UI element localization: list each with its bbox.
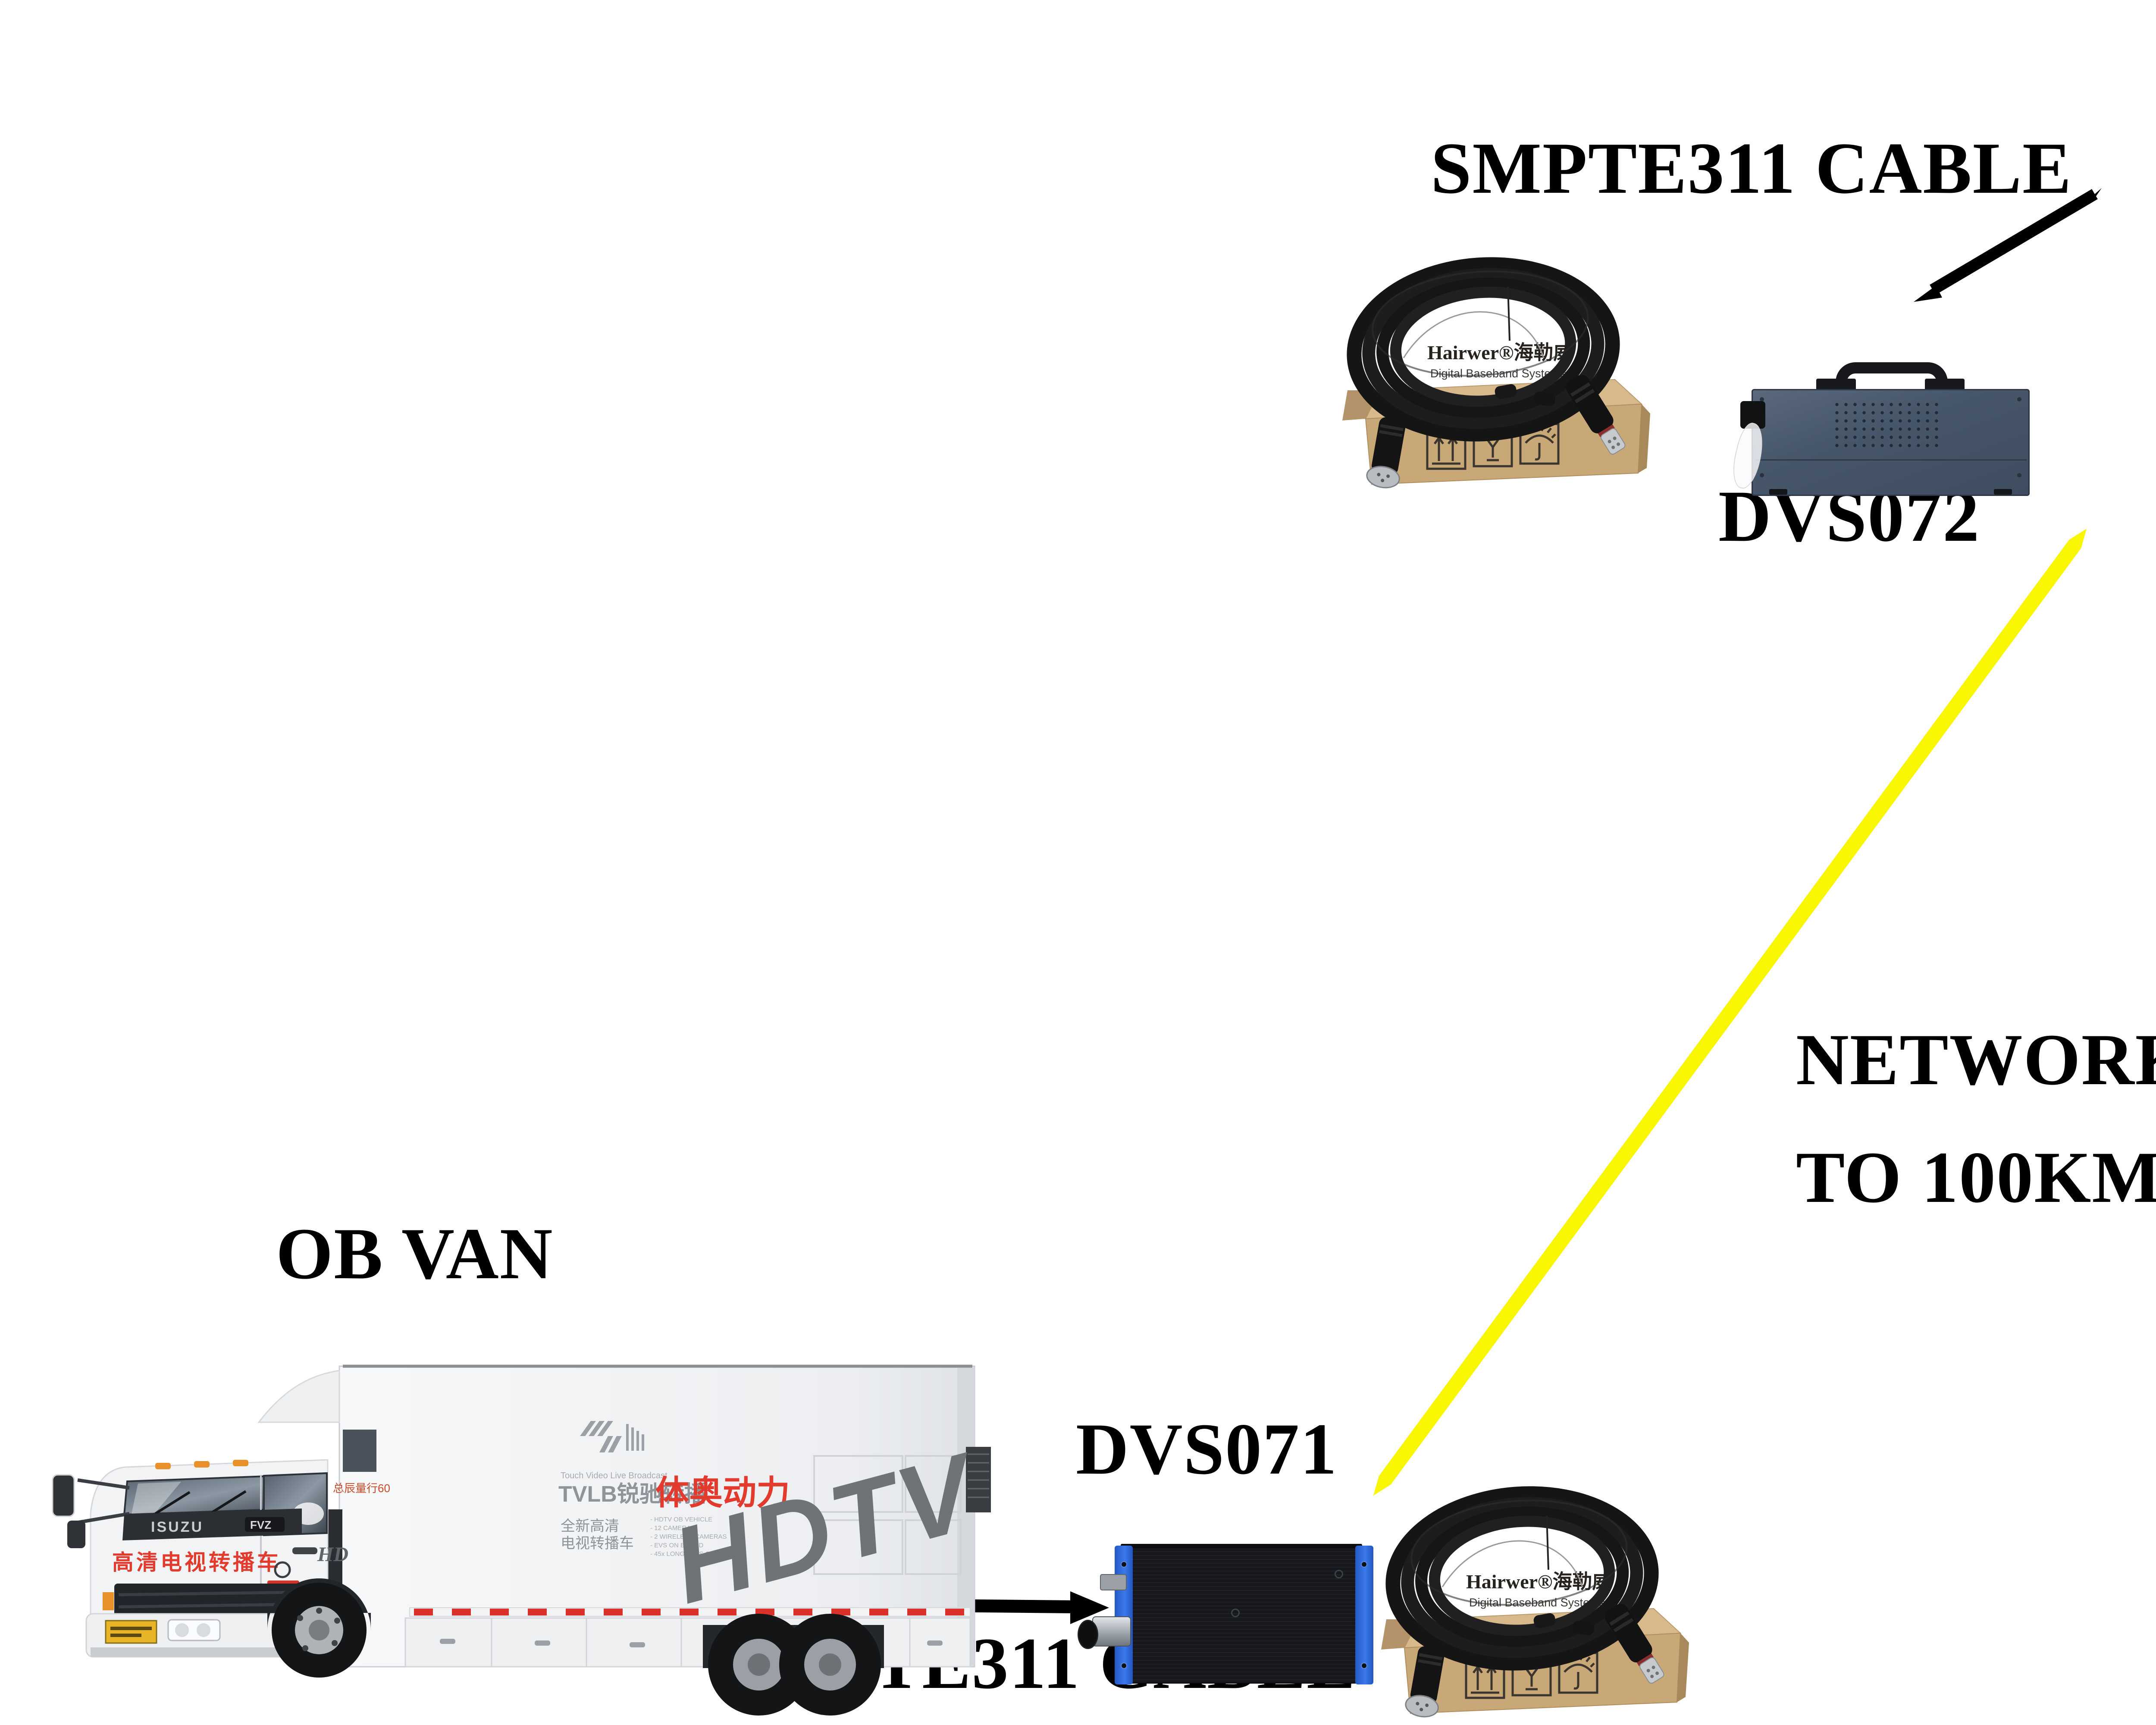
connector-cap (1078, 1620, 1098, 1649)
cable-connector-male (1604, 1604, 1664, 1684)
roof-deflector (257, 1370, 340, 1423)
smpte311-cable-top-label: SMPTE311 CABLE (1431, 128, 2072, 209)
wire-tail (1507, 286, 1510, 341)
svg-text:- HDTV OB VEHICLE: - HDTV OB VEHICLE (650, 1516, 712, 1523)
cable-connector-female (1366, 417, 1406, 489)
mirror (52, 1474, 75, 1517)
dvs071-unit-photo (1078, 1544, 1373, 1686)
spec-line1: 全新高清 (561, 1518, 619, 1534)
box-side-face (1677, 1633, 1689, 1702)
ob-van-photo: Touch Video Live Broadcast TVLB锐驰转播 体奥动力… (52, 1364, 993, 1716)
lacing-wire (1403, 311, 1545, 358)
connector-cap (1495, 384, 1517, 399)
lacing-wire (1442, 1540, 1583, 1587)
side-latch (1100, 1574, 1127, 1590)
smpte-cable-photo-top: Hairwer®海勒威 Digital Baseband Systems (1342, 257, 1650, 489)
ob-van-label: OB VAN (276, 1213, 554, 1294)
rear-wheels (703, 1614, 884, 1716)
keep-dry-icon (1525, 426, 1556, 461)
network-cable-line (1373, 529, 2087, 1496)
blue-rail (1115, 1546, 1133, 1684)
wire-tail (1546, 1515, 1549, 1570)
box-side-face (1638, 404, 1650, 473)
cable-coil (1347, 257, 1620, 442)
red-brand-text: 体奥动力 (655, 1474, 790, 1512)
panel-seam (1755, 459, 2027, 461)
fvz-badge: FVZ (250, 1518, 271, 1531)
front-wheel (267, 1578, 371, 1678)
network-cable-label-line1: NETWORK CABLE(CAN UP (1796, 1019, 2156, 1100)
skirt-lockers (404, 1617, 971, 1668)
ob-compass-icon (274, 1561, 291, 1578)
connector-cap (1572, 1621, 1595, 1635)
door-handle (292, 1547, 317, 1554)
isuzu-text: ISUZU (151, 1519, 204, 1535)
side-note-text: 总辰量行60 (333, 1482, 390, 1495)
tvlb-sub-text: Touch Video Live Broadcast (561, 1471, 667, 1480)
optical-connector (1092, 1616, 1131, 1647)
dvs072-chassis (1752, 389, 2030, 496)
mirror (67, 1521, 85, 1548)
license-plate (105, 1620, 157, 1644)
svg-text:- 45x LONG LENS ON BOARD: - 45x LONG LENS ON BOARD (650, 1550, 740, 1558)
dvs072-unit-photo (1727, 362, 2030, 511)
cable-connector-female (1405, 1646, 1445, 1718)
vent-grid (1835, 402, 1943, 450)
dvs071-label: DVS071 (1076, 1408, 1338, 1490)
broadcast-camera-photo: SUPER MOTION VIDEO SYSTEM SONY HDVS RET … (2139, 6, 2156, 496)
dvs071-chassis (1132, 1547, 1356, 1684)
van-box-body: Touch Video Live Broadcast TVLB锐驰转播 体奥动力… (333, 1364, 993, 1668)
hairwer-brand-text: Hairwer®海勒威 (1427, 342, 1573, 364)
network-cable-label-line2: TO 100KM) (1796, 1137, 2156, 1218)
vent-fins (968, 1453, 989, 1498)
smpte-to-camera-line (1914, 188, 2102, 302)
connector-cap (1533, 1613, 1556, 1628)
spec-line2: 电视转播车 (561, 1535, 634, 1552)
tvlb-text: TVLB锐驰转播 (558, 1482, 707, 1507)
svg-text:- EVS ON BOARD: - EVS ON BOARD (650, 1542, 704, 1549)
tvlb-logo: Touch Video Live Broadcast TVLB锐驰转播 体奥动力… (558, 1421, 790, 1558)
front-red-text: 高清电视转播车 (112, 1550, 281, 1574)
cable-connector-male (1566, 375, 1626, 455)
spec-bullets: - HDTV OB VEHICLE - 12 CAMERAS - 2 WIREL… (650, 1516, 740, 1558)
cab: ISUZU FVZ 高清电视转播车 TEAM HD (52, 1370, 348, 1658)
smpte-cable-photo-bottom: Hairwer®海勒威 Digital Baseband Systems (1381, 1486, 1689, 1718)
svg-text:- 12 CAMERAS: - 12 CAMERAS (650, 1524, 695, 1532)
cable-coil (1385, 1486, 1659, 1671)
svg-text:- 2 WIRELESS CAMERAS: - 2 WIRELESS CAMERAS (650, 1533, 727, 1540)
hd-badge-text: HD (317, 1543, 348, 1566)
reflective-stripe (409, 1607, 971, 1617)
connector-cap (1533, 392, 1556, 406)
equipment-panels (813, 1455, 962, 1575)
this-way-up-icon (1432, 436, 1460, 465)
blue-rail (1355, 1546, 1373, 1684)
hairwer-brand-text: Hairwer®海勒威 (1466, 1571, 1612, 1593)
